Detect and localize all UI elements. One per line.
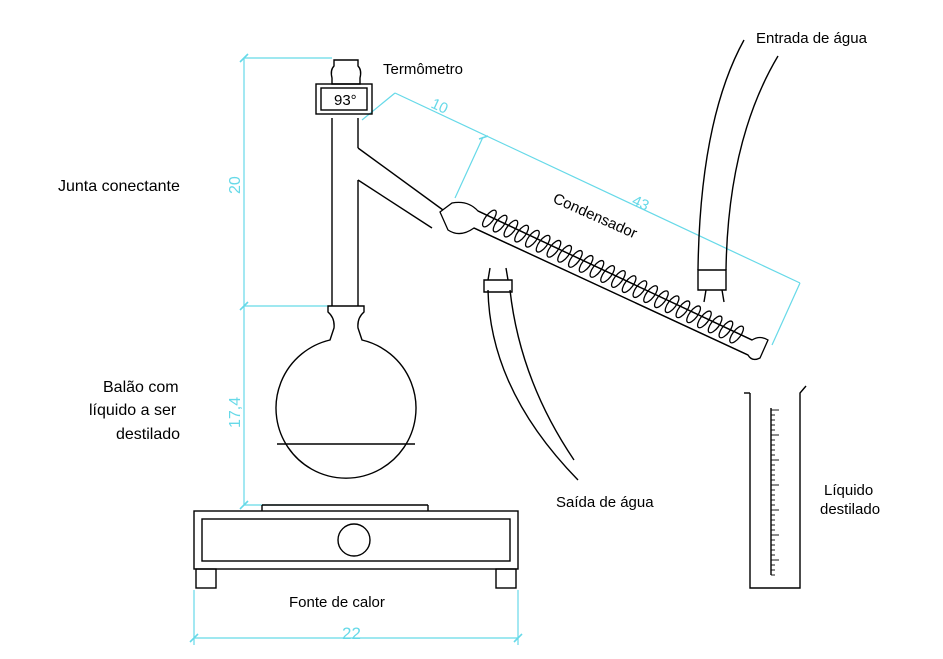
label-flask-line3: destilado: [116, 426, 180, 443]
coil-turn: [696, 310, 712, 329]
dimension-lines: [193, 57, 801, 645]
coil-turn: [578, 254, 594, 273]
coil-turn: [567, 249, 583, 268]
coil-turn: [481, 209, 497, 228]
coil-turn: [492, 214, 508, 233]
label-thermometer: Termômetro: [383, 61, 463, 78]
coil-turn: [707, 315, 723, 334]
coil-turn: [632, 280, 648, 299]
coil-turn: [643, 285, 659, 304]
label-flask-line2: líquido a ser: [89, 402, 177, 419]
dimension-condenser-neck: 10: [428, 95, 450, 117]
dimension-ticks: [189, 53, 523, 643]
condenser: [439, 201, 769, 361]
label-flask-line1: Balão com: [103, 379, 179, 396]
coil-turn: [675, 300, 691, 319]
coil-turn: [718, 320, 734, 339]
label-distillate-line2: destilado: [820, 501, 880, 518]
coil-turn: [686, 305, 702, 324]
dimension-condenser-length: 43: [629, 192, 651, 214]
condenser-coil: [481, 209, 745, 344]
coil-turn: [621, 275, 637, 294]
label-distillate-line1: Líquido: [824, 482, 873, 499]
distillation-head: [331, 118, 444, 306]
coil-turn: [546, 239, 562, 258]
coil-turn: [524, 229, 540, 248]
coil-turn: [729, 325, 745, 344]
thermometer-reading: 93°: [334, 92, 357, 109]
dimension-joint-height: 20: [227, 176, 244, 194]
coil-turn: [503, 219, 519, 238]
graduated-cylinder: [744, 385, 807, 589]
round-bottom-flask: [275, 305, 417, 479]
label-heat-source: Fonte de calor: [289, 594, 385, 611]
coil-turn: [664, 295, 680, 314]
label-connecting-joint: Junta conectante: [58, 178, 180, 195]
coil-turn: [535, 234, 551, 253]
cylinder-graduations: [771, 409, 779, 576]
water-hoses: [483, 39, 779, 481]
coil-turn: [600, 265, 616, 283]
coil-turn: [653, 290, 669, 309]
coil-turn: [514, 224, 530, 243]
coil-turn: [557, 244, 573, 263]
coil-turn: [589, 259, 605, 278]
coil-turn: [610, 270, 626, 288]
heat-source: [193, 504, 519, 589]
thermometer: [315, 59, 373, 115]
dimension-flask-height: 17,4: [227, 397, 244, 428]
label-condenser: Condensador: [550, 190, 639, 242]
dimension-base-width: 22: [342, 624, 361, 643]
label-water-outlet: Saída de água: [556, 494, 654, 511]
label-water-inlet: Entrada de água: [756, 30, 868, 47]
